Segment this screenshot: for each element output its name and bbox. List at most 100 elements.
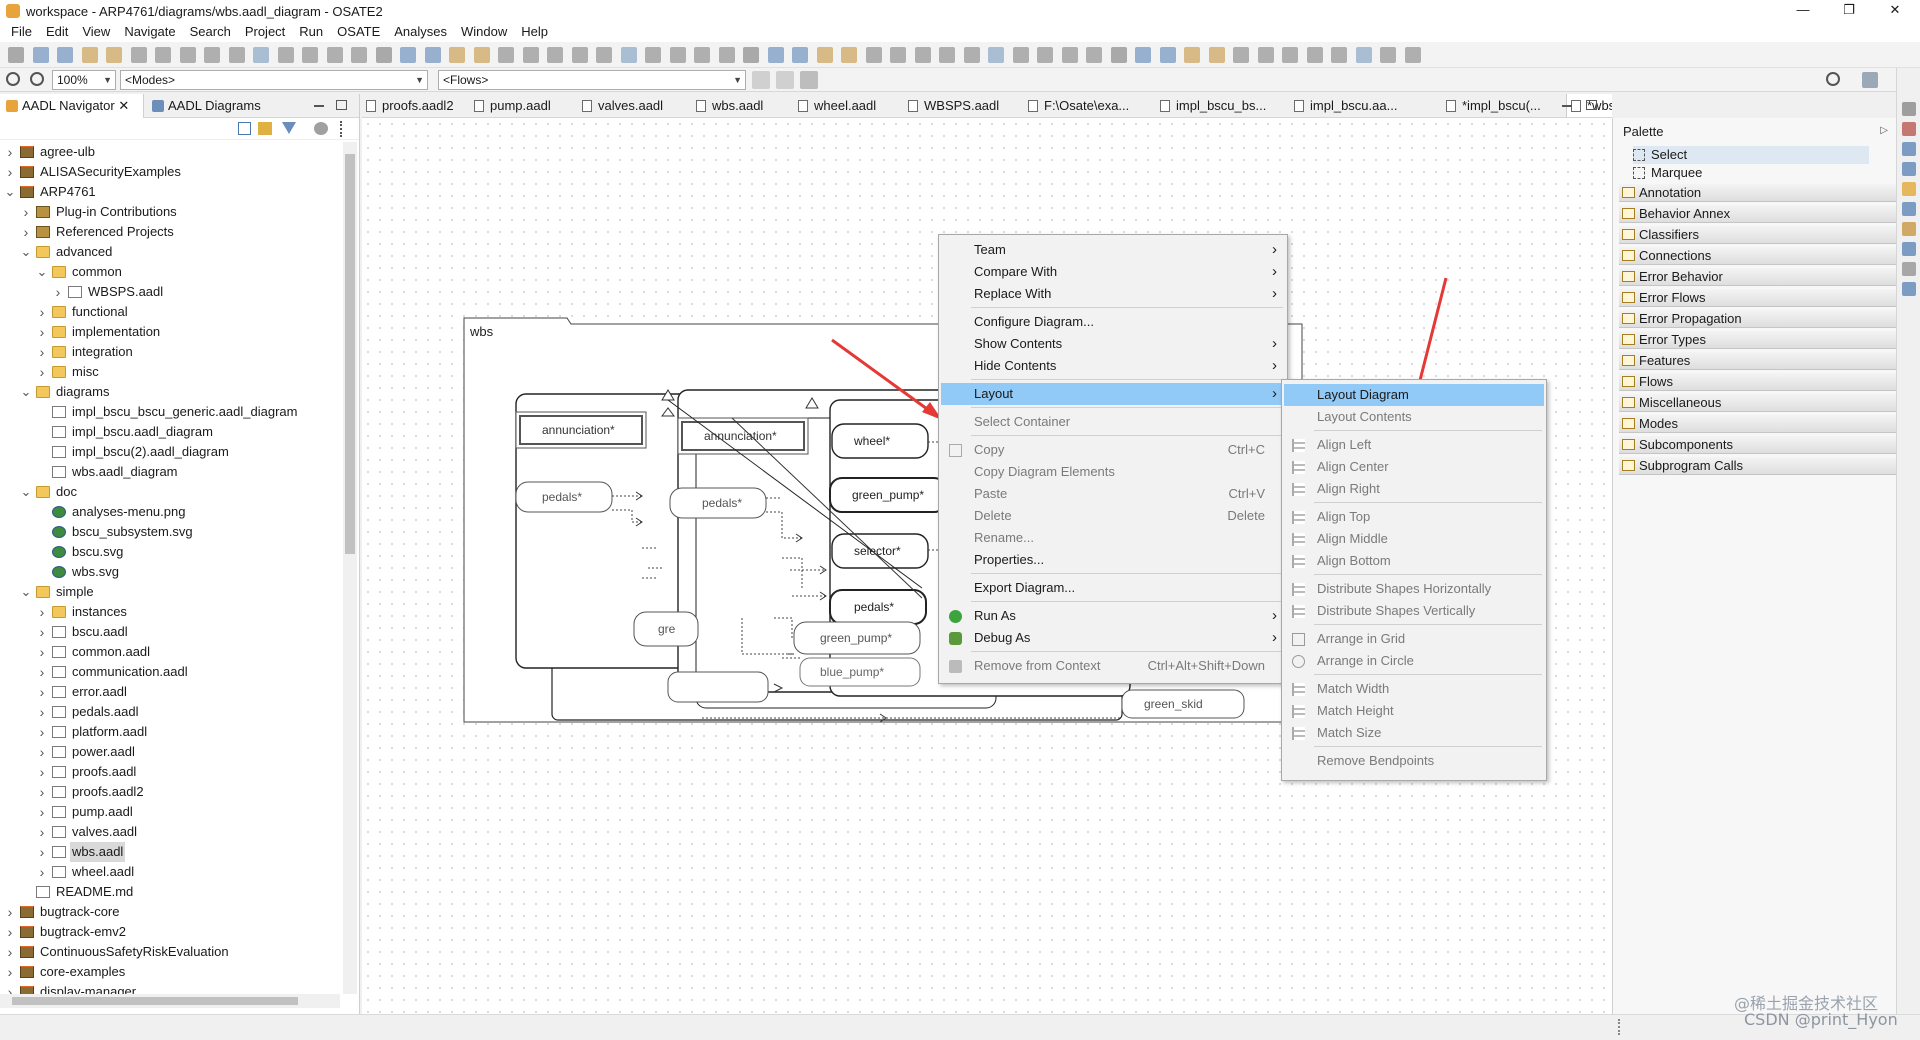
toolbar-tool-icon[interactable] bbox=[914, 47, 931, 63]
toolbar-tool-icon[interactable] bbox=[449, 47, 465, 63]
tree-item[interactable]: bscu_subsystem.svg bbox=[0, 522, 340, 542]
chevron-right-icon[interactable]: › bbox=[7, 944, 13, 960]
tab-aadl-diagrams[interactable]: AADL Diagrams bbox=[146, 94, 286, 118]
menu-navigate[interactable]: Navigate bbox=[124, 24, 176, 39]
tree-item[interactable]: ›ContinuousSafetyRiskEvaluation bbox=[0, 942, 340, 962]
chevron-right-icon[interactable]: › bbox=[7, 984, 13, 994]
menu-item-align-top[interactable]: Align Top bbox=[1284, 506, 1544, 528]
restore-icon[interactable] bbox=[1902, 102, 1916, 116]
toolbar-tool-icon[interactable] bbox=[57, 47, 73, 63]
toolbar-tool-icon[interactable] bbox=[547, 47, 563, 63]
tree-item[interactable]: ›valves.aadl bbox=[0, 822, 340, 842]
properties-icon[interactable] bbox=[1902, 162, 1916, 176]
tab-aadl-navigator[interactable]: AADL Navigator ✕ bbox=[0, 94, 144, 118]
toolbar-tool-icon[interactable] bbox=[155, 47, 171, 63]
menu-window[interactable]: Window bbox=[461, 24, 508, 39]
editor-tab[interactable]: impl_bscu.aa... bbox=[1290, 94, 1442, 117]
toolbar-tool-icon[interactable] bbox=[939, 47, 955, 63]
chevron-right-icon[interactable]: › bbox=[39, 864, 45, 880]
chevron-right-icon[interactable]: › bbox=[55, 284, 61, 300]
palette-drawer[interactable]: Error Propagation bbox=[1619, 310, 1897, 328]
menu-item-hide-contents[interactable]: Hide Contents› bbox=[941, 355, 1285, 377]
chevron-right-icon[interactable]: › bbox=[39, 744, 45, 760]
chevron-down-icon[interactable]: ⌄ bbox=[4, 184, 16, 199]
palette-tool-marquee[interactable]: Marquee bbox=[1633, 164, 1869, 182]
zoom-out-icon[interactable] bbox=[6, 72, 20, 86]
chevron-right-icon[interactable]: › bbox=[39, 784, 45, 800]
menu-item-distribute-shapes-horizontally[interactable]: Distribute Shapes Horizontally bbox=[1284, 578, 1544, 600]
menu-item-arrange-in-circle[interactable]: Arrange in Circle bbox=[1284, 650, 1544, 672]
menu-item-align-bottom[interactable]: Align Bottom bbox=[1284, 550, 1544, 572]
menu-item-match-height[interactable]: Match Height bbox=[1284, 700, 1544, 722]
tree-item[interactable]: README.md bbox=[0, 882, 340, 902]
toolbar-tool-icon[interactable] bbox=[81, 47, 98, 63]
toolbar-tool-icon[interactable] bbox=[302, 47, 318, 63]
palette-drawer[interactable]: Error Types bbox=[1619, 331, 1897, 349]
sync-icon[interactable] bbox=[314, 122, 328, 135]
chevron-right-icon[interactable]: › bbox=[7, 964, 13, 980]
view-menu-icon[interactable] bbox=[340, 121, 344, 137]
toolbar-tool-icon[interactable] bbox=[718, 47, 735, 63]
menu-item-layout-diagram[interactable]: Layout Diagram bbox=[1284, 384, 1544, 406]
chevron-right-icon[interactable]: › bbox=[39, 844, 45, 860]
tree-item[interactable]: ›core-examples bbox=[0, 962, 340, 982]
minimize-icon[interactable] bbox=[1902, 262, 1916, 276]
chevron-right-icon[interactable]: › bbox=[39, 824, 45, 840]
menu-item-properties[interactable]: Properties... bbox=[941, 549, 1285, 571]
tree-item[interactable]: ⌄simple bbox=[0, 582, 340, 602]
chevron-right-icon[interactable]: › bbox=[23, 204, 29, 220]
editor-tab[interactable]: proofs.aadl2 bbox=[362, 94, 470, 117]
maximize-button[interactable]: ❐ bbox=[1843, 2, 1855, 17]
chevron-right-icon[interactable]: › bbox=[39, 304, 45, 320]
menu-item-debug-as[interactable]: Debug As› bbox=[941, 627, 1285, 649]
tree-item[interactable]: ›Referenced Projects bbox=[0, 222, 340, 242]
toolbar-tool-icon[interactable] bbox=[767, 47, 784, 63]
tree-item[interactable]: ›platform.aadl bbox=[0, 722, 340, 742]
link-with-editor-icon[interactable] bbox=[258, 122, 272, 135]
menu-file[interactable]: File bbox=[11, 24, 32, 39]
tree-item[interactable]: ›proofs.aadl bbox=[0, 762, 340, 782]
chevron-down-icon[interactable]: ⌄ bbox=[36, 264, 48, 279]
chevron-down-icon[interactable]: ⌄ bbox=[20, 384, 32, 399]
toolbar-tool-icon[interactable] bbox=[228, 47, 245, 63]
palette-collapse-icon[interactable]: ▷ bbox=[1880, 125, 1888, 136]
toolbar-tool-icon[interactable] bbox=[1184, 47, 1200, 63]
toolbar-tool-icon[interactable] bbox=[1208, 47, 1225, 63]
tree-item[interactable]: impl_bscu(2).aadl_diagram bbox=[0, 442, 340, 462]
editor-tab[interactable]: F:\Osate\exa... bbox=[1024, 94, 1156, 117]
menu-item-remove-bendpoints[interactable]: Remove Bendpoints bbox=[1284, 750, 1544, 772]
toolbar-tool-icon[interactable] bbox=[130, 47, 147, 63]
toolbar-tool-icon[interactable] bbox=[204, 47, 220, 63]
tree-item[interactable]: ›Plug-in Contributions bbox=[0, 202, 340, 222]
palette-drawer[interactable]: Flows bbox=[1619, 373, 1897, 391]
editor-tab[interactable]: pump.aadl bbox=[470, 94, 578, 117]
palette-drawer[interactable]: Features bbox=[1619, 352, 1897, 370]
search-view-icon[interactable] bbox=[1902, 242, 1916, 256]
toolbar-tool-icon[interactable] bbox=[253, 47, 269, 63]
menu-item-match-width[interactable]: Match Width bbox=[1284, 678, 1544, 700]
toolbar-tool-icon[interactable] bbox=[8, 47, 24, 63]
toolbar-tool-icon[interactable] bbox=[1012, 47, 1029, 63]
toolbar-tool-icon[interactable] bbox=[326, 47, 343, 63]
perspective-icon[interactable] bbox=[1862, 72, 1878, 88]
chevron-right-icon[interactable]: › bbox=[7, 144, 13, 160]
console-icon[interactable] bbox=[1902, 202, 1916, 216]
toolbar-tool-icon[interactable] bbox=[1331, 47, 1347, 63]
tree-item[interactable]: ⌄common bbox=[0, 262, 340, 282]
toolbar-tool-icon[interactable] bbox=[865, 47, 882, 63]
chevron-down-icon[interactable]: ⌄ bbox=[20, 484, 32, 499]
tree-item[interactable]: ›bscu.aadl bbox=[0, 622, 340, 642]
toolbar-tool-icon[interactable] bbox=[1037, 47, 1053, 63]
toolbar-tool-icon[interactable] bbox=[375, 47, 392, 63]
toolbar-tool-icon[interactable] bbox=[1380, 47, 1396, 63]
tree-item[interactable]: ⌄ARP4761 bbox=[0, 182, 340, 202]
menu-item-align-middle[interactable]: Align Middle bbox=[1284, 528, 1544, 550]
palette-drawer[interactable]: Modes bbox=[1619, 415, 1897, 433]
menu-item-distribute-shapes-vertically[interactable]: Distribute Shapes Vertically bbox=[1284, 600, 1544, 622]
chevron-right-icon[interactable]: › bbox=[23, 224, 29, 240]
menu-view[interactable]: View bbox=[82, 24, 111, 39]
